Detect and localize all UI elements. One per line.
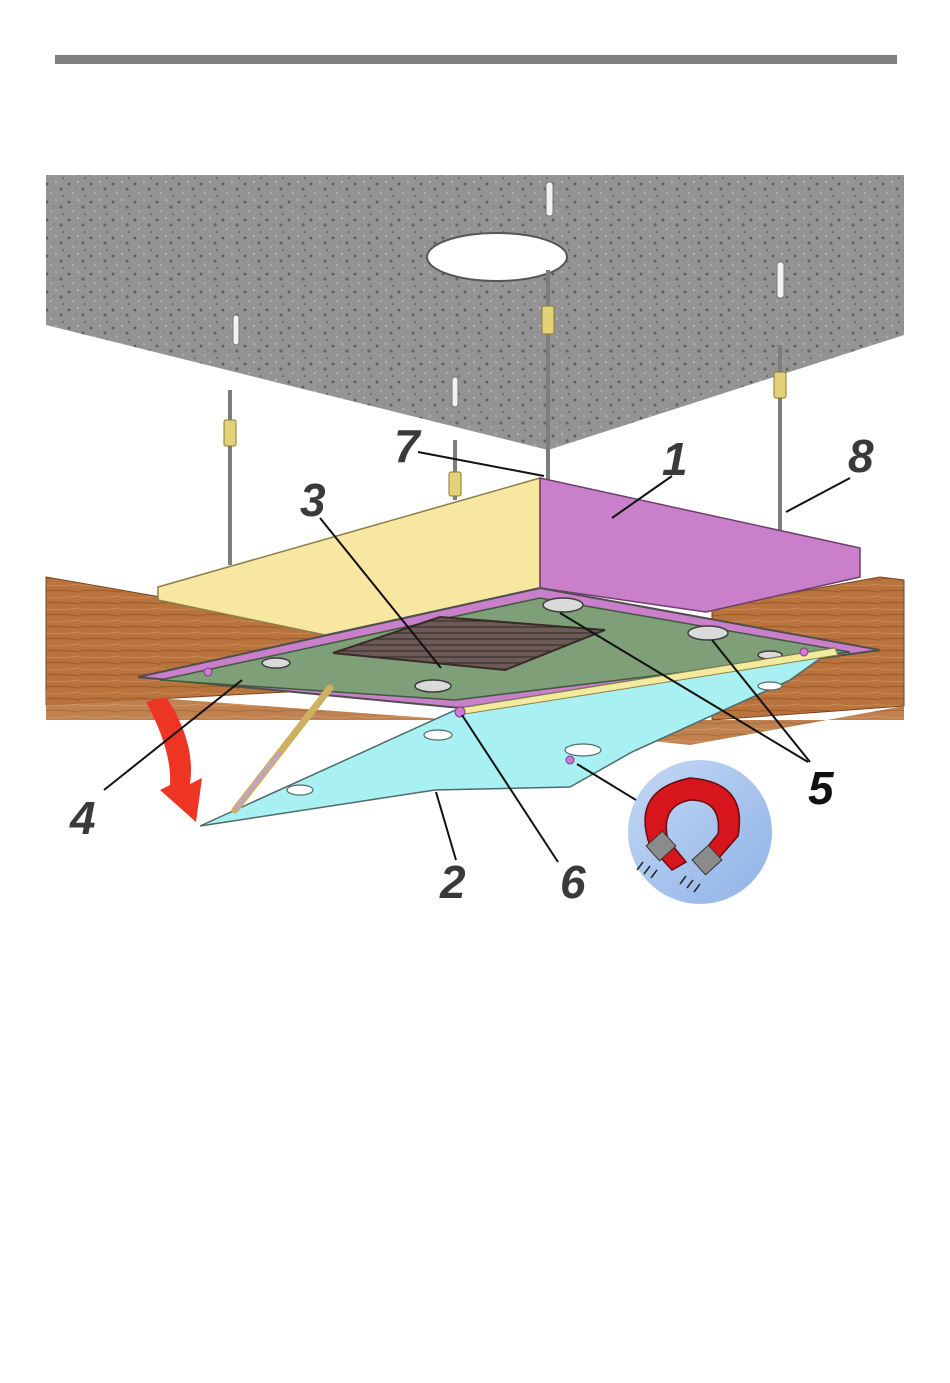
callout-4: 4 <box>69 792 96 844</box>
callout-8: 8 <box>848 430 874 482</box>
callout-6: 6 <box>560 856 586 908</box>
callout-7: 7 <box>394 420 422 472</box>
magnet-icon <box>628 760 772 904</box>
ceiling-slab <box>46 175 904 450</box>
callout-5: 5 <box>808 762 835 814</box>
callout-3: 3 <box>300 474 326 526</box>
callout-1: 1 <box>662 433 688 485</box>
callout-2: 2 <box>439 856 466 908</box>
